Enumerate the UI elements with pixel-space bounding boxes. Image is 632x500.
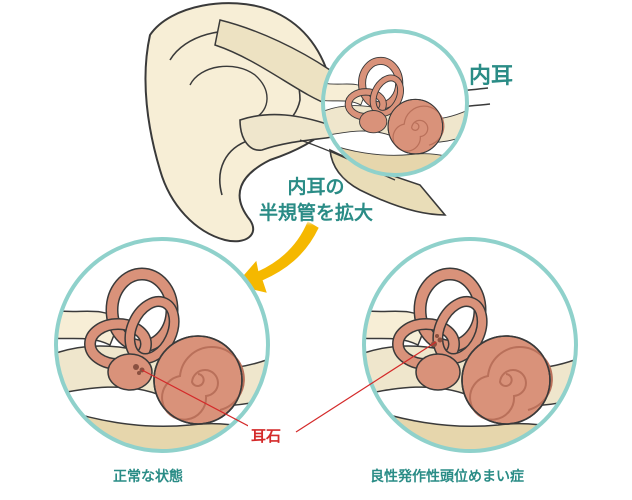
bppv-magnifier bbox=[362, 237, 578, 453]
inner-ear-magnifier bbox=[321, 29, 469, 177]
curved-arrow-icon bbox=[235, 221, 319, 293]
normal-state-magnifier bbox=[54, 237, 270, 453]
magnify-caption: 内耳の 半規管を拡大 bbox=[238, 174, 394, 226]
otolith-pointer-lines bbox=[141, 341, 437, 433]
magnify-caption-line2: 半規管を拡大 bbox=[258, 202, 373, 224]
otolith-label: 耳石 bbox=[248, 425, 285, 446]
otolith-dots-normal bbox=[133, 364, 145, 375]
inner-ear-label: 内耳 bbox=[469, 64, 514, 89]
bppv-label: 良性発作性頭位めまい症 bbox=[370, 469, 524, 485]
magnify-caption-line1: 内耳の bbox=[287, 176, 345, 198]
normal-state-label: 正常な状態 bbox=[113, 469, 183, 485]
